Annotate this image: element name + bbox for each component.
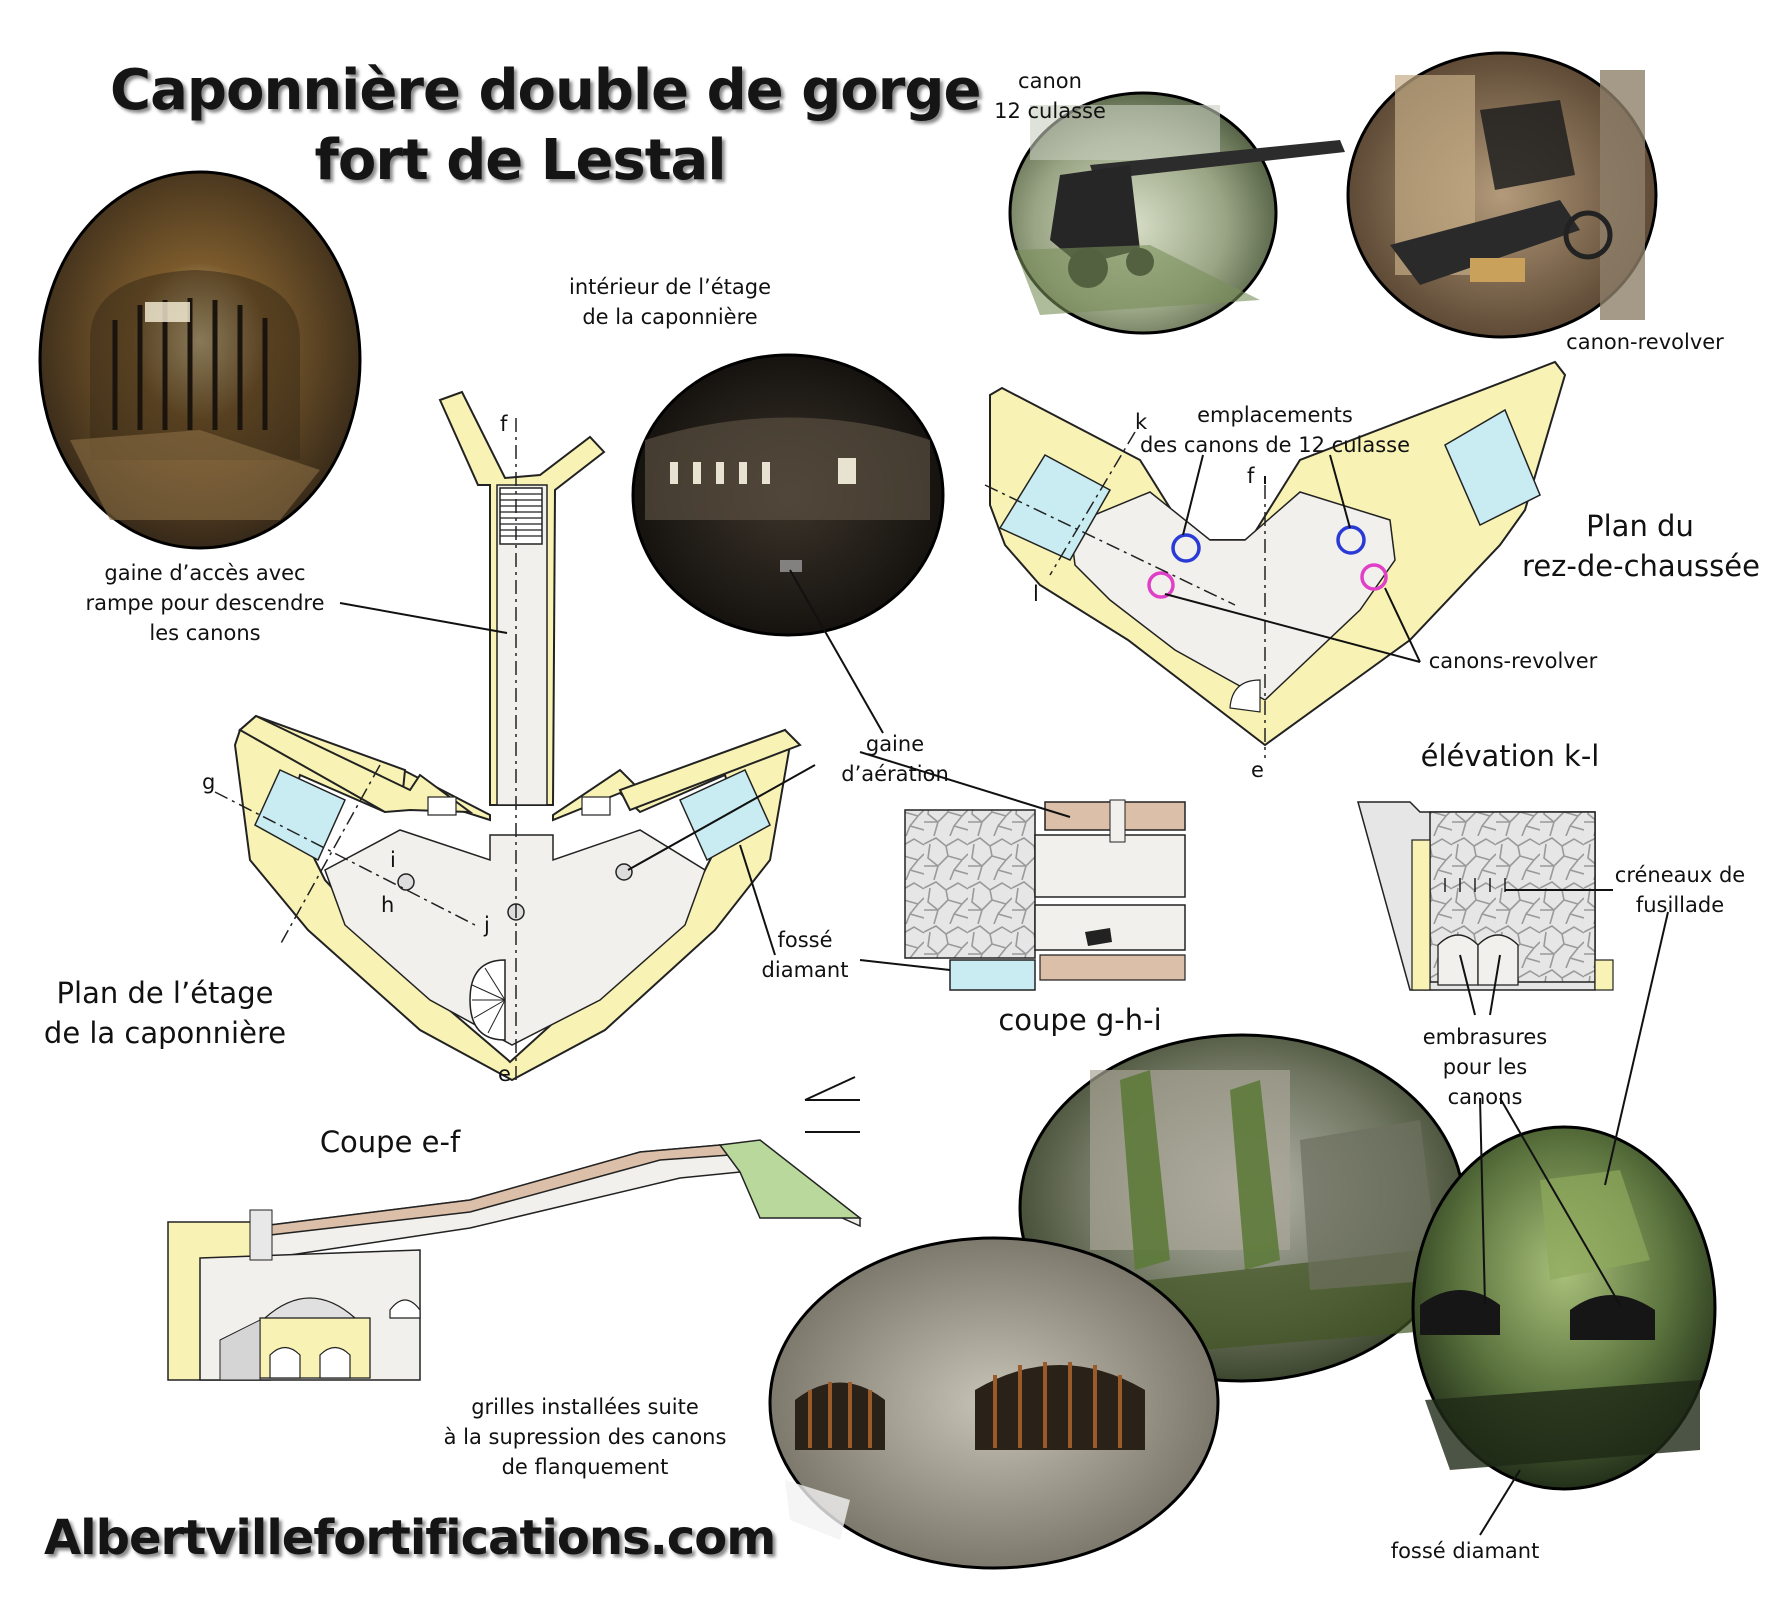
label-gaine-acces-line1: gaine d’accès avec [104, 561, 306, 585]
label-canon-revolver: canon-revolver [1566, 330, 1724, 354]
label-creneaux-line1: créneaux de [1614, 863, 1746, 887]
label-plan-rdc-line1: Plan du [1586, 509, 1694, 543]
section-letter-l: l [1033, 582, 1039, 606]
label-gaine-aeration-line1: gaine [865, 732, 925, 756]
section-letter-j: j [484, 913, 490, 937]
photo-grilles-vaults [768, 1236, 1220, 1570]
label-canon-12-line1: canon [1018, 69, 1082, 93]
section-letter-i: i [390, 848, 396, 872]
section-letter-f-top: f [500, 412, 508, 436]
photo-tunnel-grille [38, 170, 362, 550]
section-letter-k: k [1135, 410, 1148, 434]
label-gaine-acces-line3: les canons [149, 621, 261, 645]
label-embrasures-line2: pour les [1442, 1055, 1528, 1079]
label-interior-line1: intérieur de l’étage [568, 275, 771, 299]
label-plan-etage-line1: Plan de l’étage [56, 976, 274, 1010]
label-fosse-diamant-bottom: fossé diamant [1390, 1539, 1540, 1563]
label-emplacements-line1: emplacements [1197, 403, 1353, 427]
section-letter-e-bottom: e [498, 1062, 511, 1086]
label-grilles-line3: de flanquement [501, 1455, 669, 1479]
label-elevation-kl: élévation k-l [1420, 739, 1600, 773]
label-plan-rdc-line2: rez-de-chaussée [1522, 549, 1760, 583]
label-canons-revolver: canons-revolver [1428, 649, 1598, 673]
label-fosse-diamant-line1: fossé [777, 928, 833, 952]
label-gaine-aeration-line2: d’aération [841, 762, 949, 786]
photo-interior-upper-floor [631, 353, 945, 637]
label-grilles-line2: à la supression des canons [443, 1425, 727, 1449]
section-letter-e-rdc: e [1251, 758, 1264, 782]
photo-canon-12-culasse [1008, 91, 1345, 335]
page-title-line2: fort de Lestal [314, 128, 726, 193]
label-coupe-ghi: coupe g-h-i [998, 1003, 1162, 1037]
label-embrasures-line1: embrasures [1422, 1025, 1548, 1049]
photo-canon-revolver [1346, 51, 1658, 339]
label-fosse-diamant-line2: diamant [761, 958, 849, 982]
photo-embrasures-ivy [1411, 1125, 1717, 1491]
label-canon-12-line2: 12 culasse [994, 99, 1106, 123]
section-letter-f-rdc: f [1247, 464, 1255, 488]
plan-etage-drawing [214, 390, 802, 1085]
label-coupe-ef: Coupe e-f [319, 1125, 461, 1159]
label-embrasures-line3: canons [1447, 1085, 1523, 1109]
coupe-ghi-drawing [904, 799, 1186, 991]
section-letter-h: h [381, 893, 395, 917]
plan-rdc-drawing [984, 360, 1567, 758]
section-letter-g: g [202, 770, 216, 794]
label-interior-line2: de la caponnière [582, 305, 758, 329]
label-gaine-acces-line2: rampe pour descendre [85, 591, 325, 615]
label-emplacements-line2: des canons de 12 culasse [1139, 433, 1411, 457]
label-creneaux-line2: fusillade [1635, 893, 1725, 917]
website-watermark: Albertvillefortifications.com [44, 1510, 776, 1566]
elevation-kl-drawing [1357, 801, 1614, 991]
label-grilles-line1: grilles installées suite [471, 1395, 699, 1419]
coupe-ef-drawing [167, 1139, 863, 1381]
label-plan-etage-line2: de la caponnière [43, 1016, 287, 1050]
page-title-line1: Caponnière double de gorge [110, 58, 981, 123]
leader-lines [339, 454, 1669, 1536]
